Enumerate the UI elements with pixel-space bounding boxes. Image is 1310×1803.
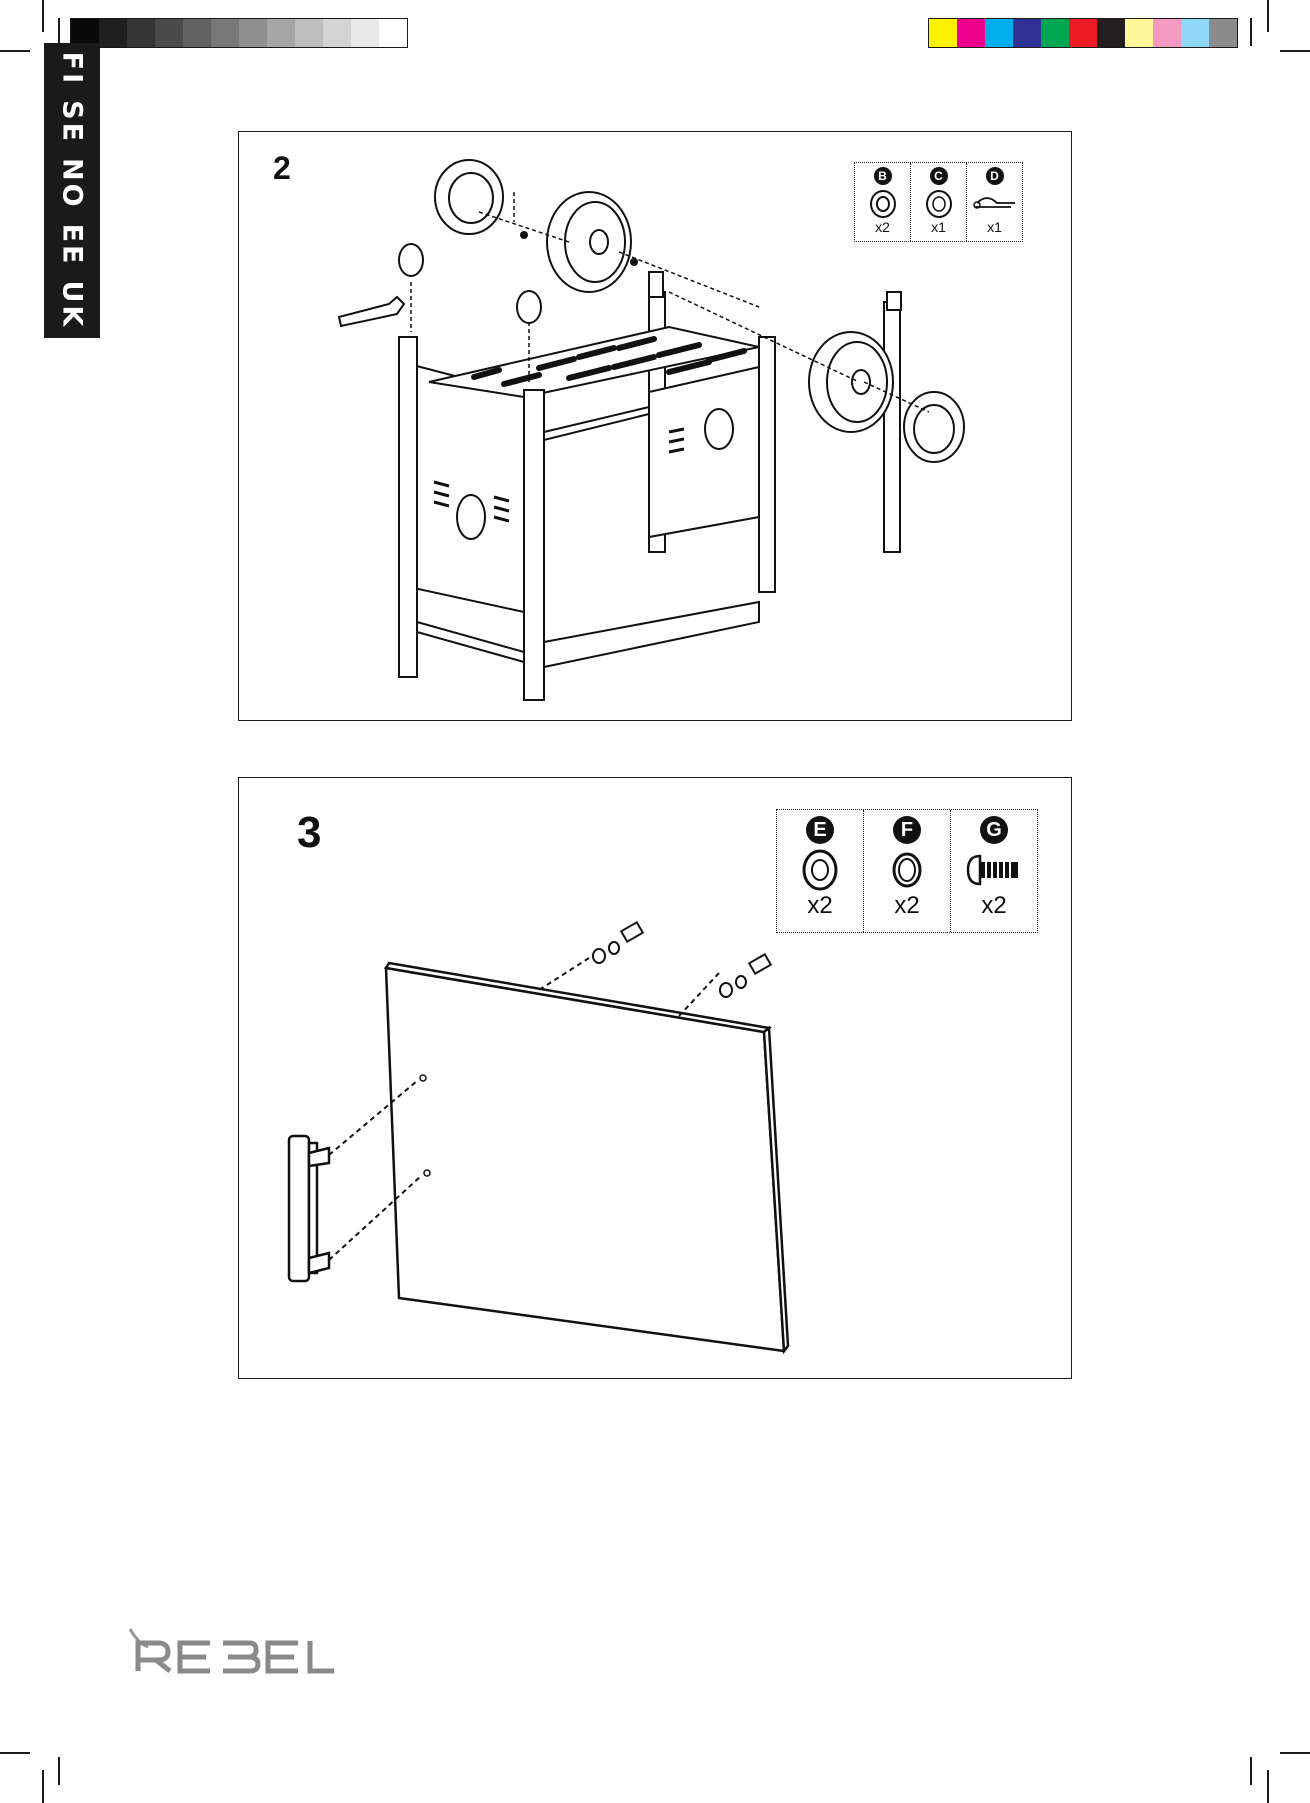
gray-swatch <box>351 19 379 47</box>
language-tab: FI SE NO EE UK <box>44 43 100 338</box>
language-code-se: SE <box>57 100 88 144</box>
process-color-swatch <box>1209 19 1237 47</box>
process-color-swatch <box>929 19 957 47</box>
gray-swatch <box>99 19 127 47</box>
part-c-cell: C x1 <box>911 163 967 241</box>
process-color-swatch <box>1069 19 1097 47</box>
language-codes: FI SE NO EE UK <box>57 45 88 337</box>
flat-washer-icon <box>800 848 840 892</box>
part-quantity: x1 <box>931 219 946 235</box>
rebel-logo <box>128 1625 338 1680</box>
part-quantity: x2 <box>807 892 832 920</box>
gray-swatch <box>127 19 155 47</box>
crop-mark <box>1250 18 1252 46</box>
process-color-swatch <box>1097 19 1125 47</box>
language-code-uk: UK <box>57 280 88 329</box>
step-3-panel: 3 <box>238 777 1072 1379</box>
crop-mark <box>1280 50 1310 52</box>
part-letter-badge: G <box>980 816 1008 844</box>
part-b-cell: B x2 <box>855 163 911 241</box>
part-d-cell: D x1 <box>967 163 1022 241</box>
gray-swatch <box>183 19 211 47</box>
part-f-cell: F x2 <box>864 810 951 932</box>
r-clip-pin-icon <box>971 189 1019 219</box>
part-quantity: x2 <box>981 892 1006 920</box>
gray-swatch <box>379 19 407 47</box>
crop-mark <box>42 0 44 32</box>
washer-icon <box>924 189 954 219</box>
language-code-ee: EE <box>57 224 88 267</box>
gray-calibration-bar <box>70 18 408 48</box>
step-3-parts-box: E x2 F x2 G x2 <box>776 809 1038 933</box>
color-calibration-bar <box>928 18 1238 48</box>
part-quantity: x1 <box>987 219 1002 235</box>
gray-swatch <box>267 19 295 47</box>
step-2-parts-box: B x2 C x1 D x1 <box>854 162 1023 242</box>
part-g-cell: G x2 <box>951 810 1037 932</box>
washer-icon <box>868 189 898 219</box>
part-letter-badge: D <box>986 167 1004 185</box>
process-color-swatch <box>1125 19 1153 47</box>
crop-mark <box>58 1757 60 1785</box>
language-code-fi: FI <box>57 52 88 87</box>
part-letter-badge: C <box>930 167 948 185</box>
crop-mark <box>1250 1757 1252 1785</box>
crop-mark <box>1280 1752 1310 1754</box>
part-letter-badge: B <box>874 167 892 185</box>
process-color-swatch <box>1181 19 1209 47</box>
process-color-swatch <box>957 19 985 47</box>
crop-mark <box>1267 1770 1269 1803</box>
step-2-panel: 2 <box>238 131 1072 721</box>
language-code-no: NO <box>57 158 88 210</box>
gray-swatch <box>155 19 183 47</box>
gray-swatch <box>295 19 323 47</box>
crop-mark <box>42 1770 44 1803</box>
part-letter-badge: E <box>806 816 834 844</box>
bolt-icon <box>964 848 1024 892</box>
part-letter-badge: F <box>893 816 921 844</box>
rebel-logo-mark <box>128 1625 338 1675</box>
process-color-swatch <box>1041 19 1069 47</box>
crop-mark <box>1267 0 1269 32</box>
gray-swatch <box>211 19 239 47</box>
crop-mark <box>0 50 30 52</box>
process-color-swatch <box>985 19 1013 47</box>
gray-swatch <box>239 19 267 47</box>
gray-swatch <box>323 19 351 47</box>
part-e-cell: E x2 <box>777 810 864 932</box>
crop-mark <box>58 18 60 46</box>
process-color-swatch <box>1153 19 1181 47</box>
spring-washer-icon <box>887 848 927 892</box>
part-quantity: x2 <box>894 892 919 920</box>
crop-mark <box>0 1752 30 1754</box>
process-color-swatch <box>1013 19 1041 47</box>
part-quantity: x2 <box>875 219 890 235</box>
